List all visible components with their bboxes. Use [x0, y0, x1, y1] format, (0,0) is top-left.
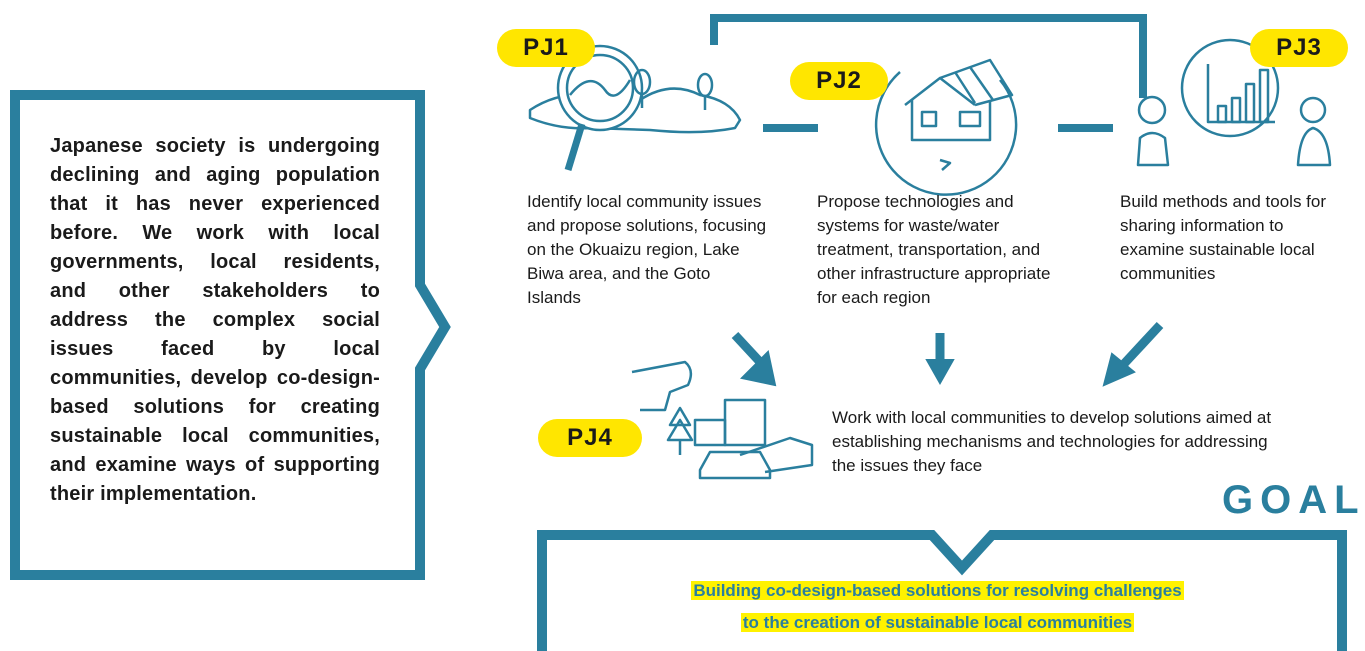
pj3-description: Build methods and tools for sharing info… [1120, 192, 1327, 283]
pj1-badge: PJ1 [497, 29, 595, 67]
pj4-badge: PJ4 [538, 419, 642, 457]
arrow-pj3 [1102, 321, 1164, 387]
pj4-description: Work with local communities to develop s… [832, 408, 1272, 475]
arrow-pj1 [731, 331, 777, 387]
goal-line-2: to the creation of sustainable local com… [740, 613, 1135, 632]
pj2-description: Propose technologies and systems for was… [817, 192, 1051, 307]
goal-line-1: Building co-design-based solutions for r… [691, 581, 1184, 600]
goal-frame [537, 530, 1347, 651]
people-chart-icon [1136, 38, 1332, 167]
house-solar-cycle-icon [874, 58, 1018, 196]
goal-statement: Building co-design-based solutions for r… [560, 575, 1315, 639]
intro-text: Japanese society is undergoing declining… [50, 135, 380, 505]
handshake-town-icon [631, 360, 814, 480]
pj2-badge: PJ2 [790, 62, 888, 100]
goal-label: GOAL [1222, 478, 1365, 522]
magnifier-landscape-icon [528, 44, 742, 172]
intro-frame [10, 90, 451, 580]
top-connector [710, 14, 1147, 98]
pj1-description: Identify local community issues and prop… [527, 192, 767, 307]
arrow-pj2 [925, 333, 955, 386]
pj3-badge: PJ3 [1250, 29, 1348, 67]
